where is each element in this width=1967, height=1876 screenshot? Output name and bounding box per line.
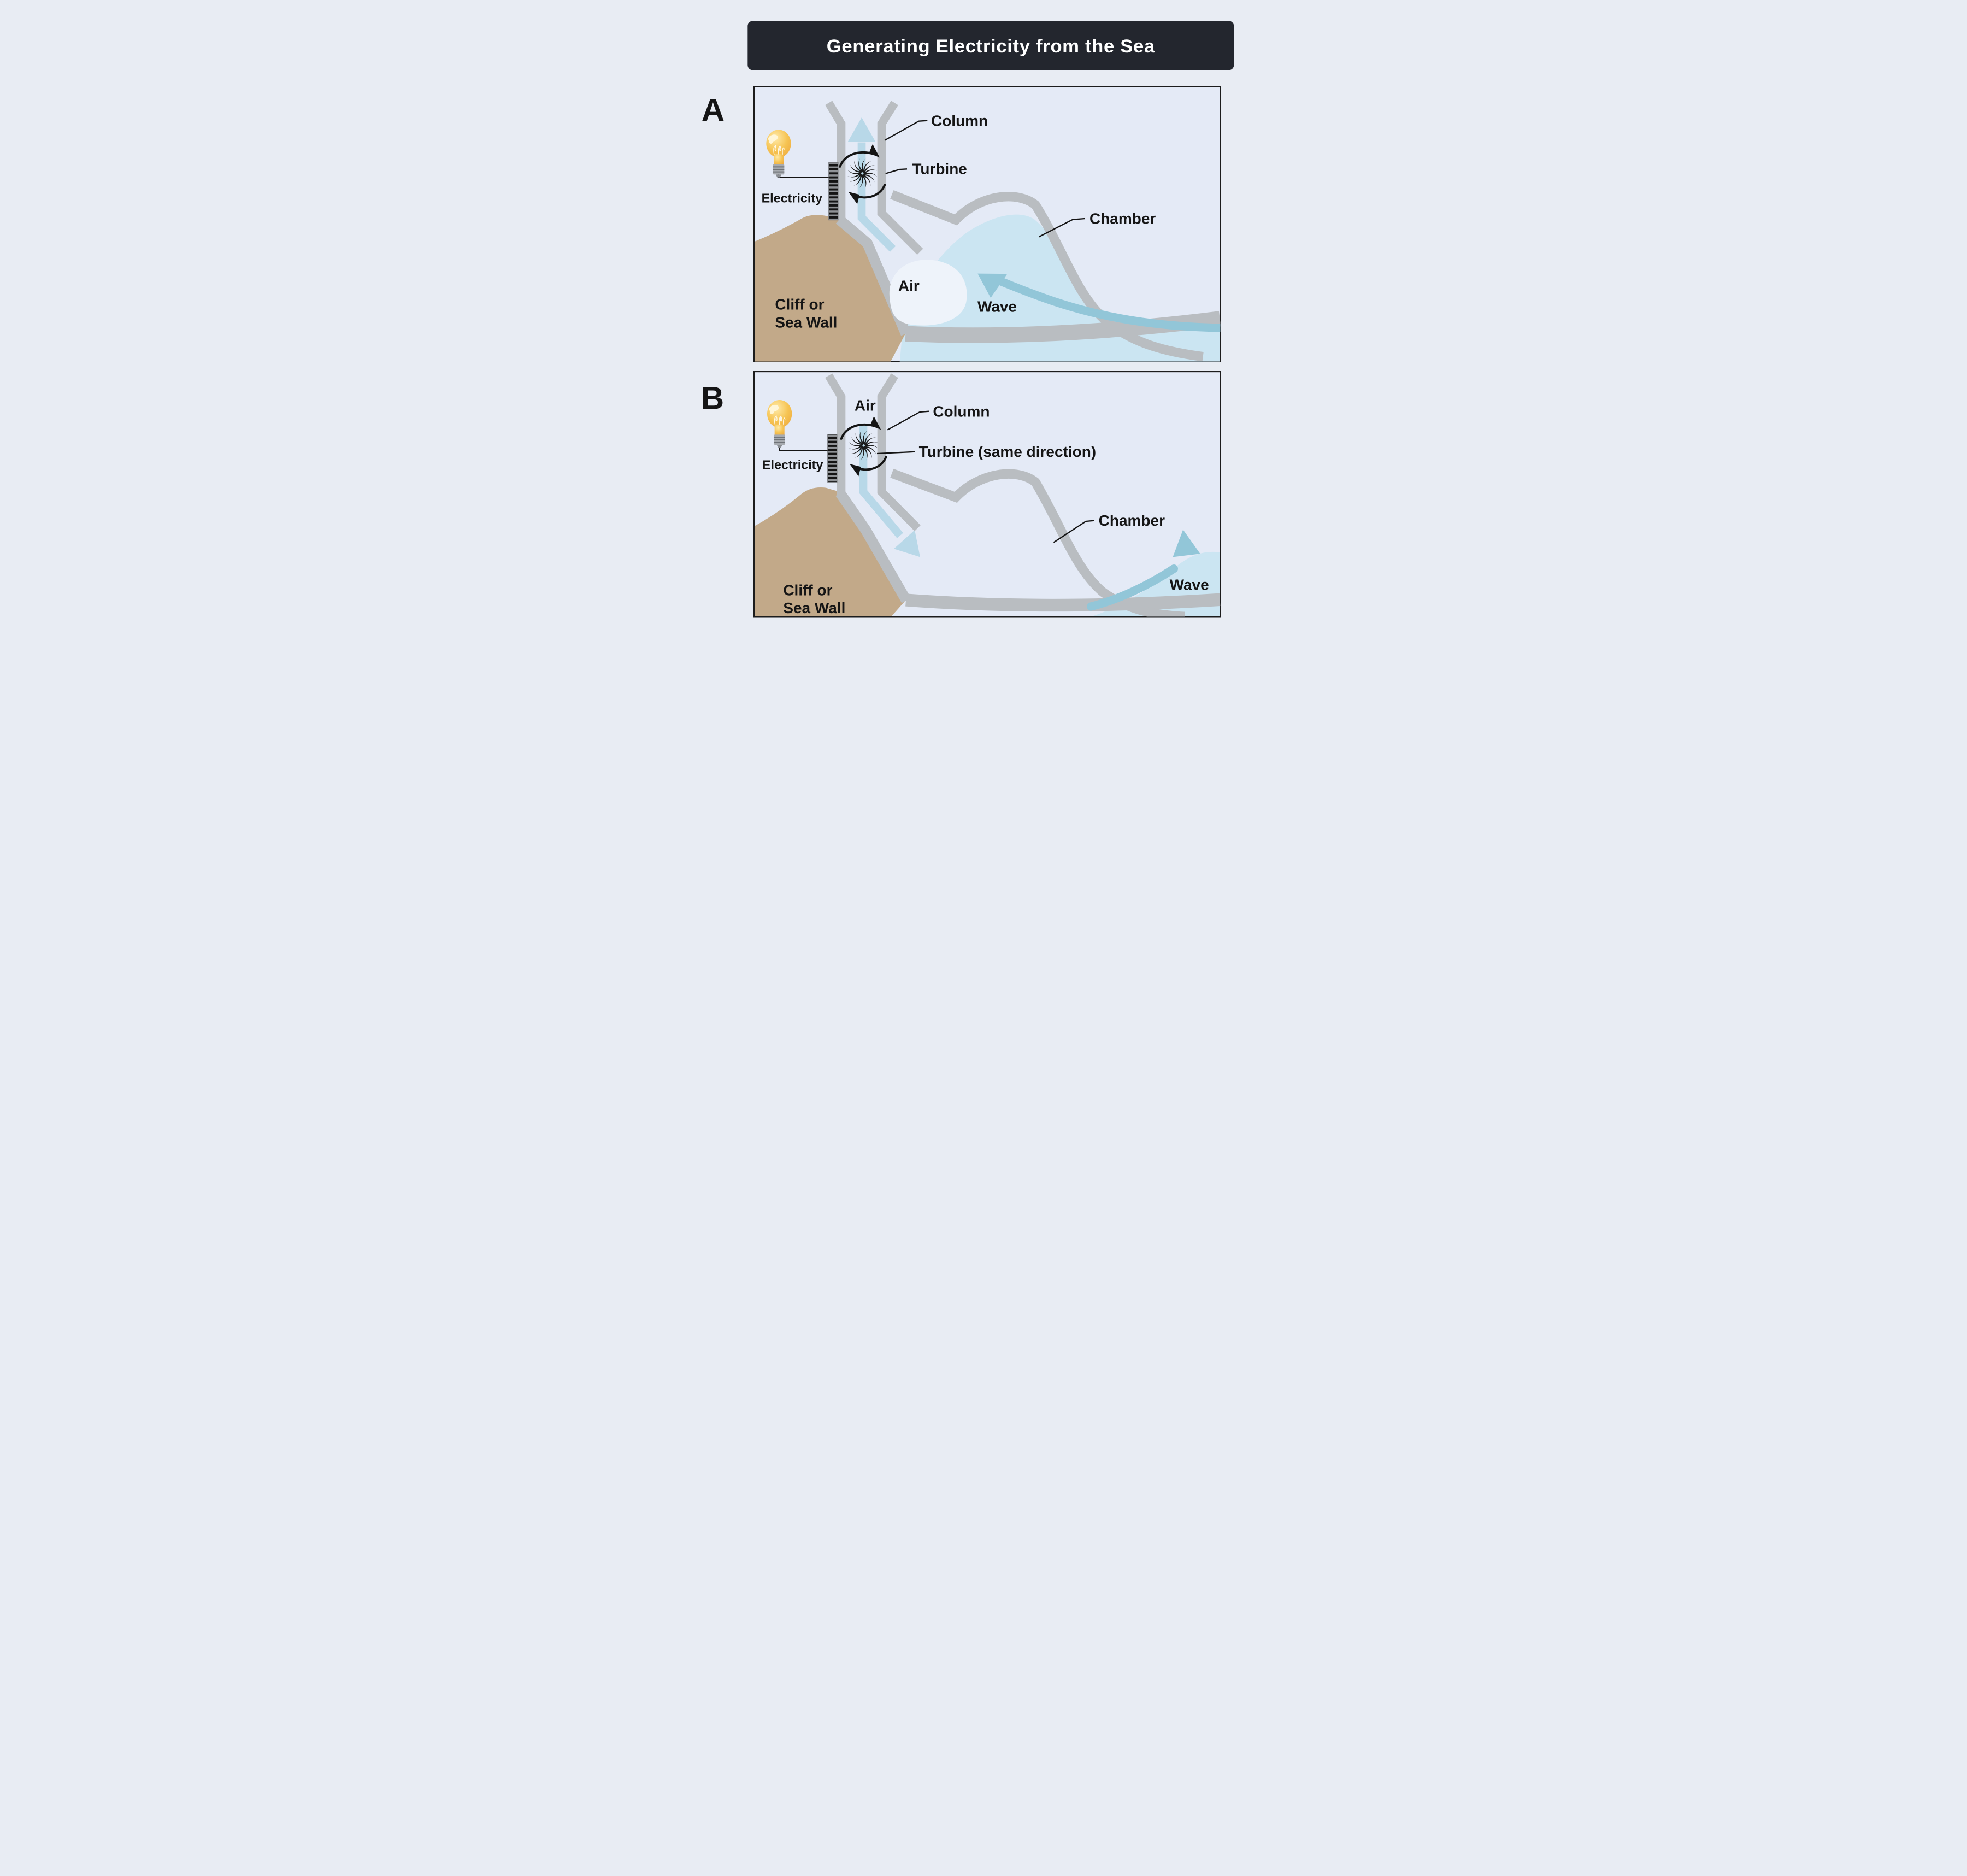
turbine-label: Turbine (same direction)	[919, 443, 1096, 460]
infographic-page: Generating Electricity from the Sea A	[656, 0, 1311, 626]
column-wall-left	[825, 101, 846, 220]
cliff-label-line2: Sea Wall	[775, 314, 837, 331]
cliff	[755, 487, 906, 616]
cliff-label-line1: Cliff or	[783, 581, 832, 598]
air-label: Air	[855, 397, 876, 414]
panel-b-labels: Air Column Turbine (same direction) Cham…	[762, 397, 1209, 616]
title-bar: Generating Electricity from the Sea	[747, 21, 1234, 70]
page-title: Generating Electricity from the Sea	[827, 36, 1155, 57]
generator-bar	[827, 434, 838, 483]
air-pocket	[889, 260, 967, 326]
column-wall-right	[877, 373, 921, 532]
cliff-edge	[835, 490, 911, 603]
cliff-label-line1: Cliff or	[775, 296, 824, 313]
chamber-wall	[890, 468, 1185, 617]
column-leader	[887, 410, 929, 431]
electricity-label: Electricity	[762, 191, 823, 205]
turbine-leader	[876, 451, 915, 455]
sea-floor	[905, 593, 1221, 612]
wave-arrow	[1086, 530, 1200, 611]
air-arrow-up-head	[847, 117, 876, 142]
generator-bar	[828, 162, 839, 221]
turbine-leader	[885, 168, 908, 174]
air-label: Air	[898, 278, 920, 295]
chamber-wall	[890, 190, 1204, 362]
panel-a-letter: A	[702, 93, 725, 128]
panel-b: Air Column Turbine (same direction) Cham…	[753, 371, 1221, 618]
chamber-label: Chamber	[1089, 210, 1156, 227]
column-wall-right	[877, 101, 923, 255]
panel-a-labels: Column Turbine Chamber Electricity Cliff…	[762, 113, 1156, 331]
wave-label: Wave	[1170, 576, 1209, 593]
chamber-leader	[1039, 217, 1086, 238]
wave-label: Wave	[977, 298, 1017, 315]
chamber-label: Chamber	[1099, 512, 1165, 529]
electricity-label: Electricity	[762, 458, 823, 472]
column-wall-left	[825, 373, 846, 496]
panel-a: Column Turbine Chamber Electricity Cliff…	[753, 86, 1221, 362]
turbine-label: Turbine	[912, 160, 967, 177]
column-leader	[884, 120, 928, 141]
column-label: Column	[931, 113, 988, 130]
chamber-leader	[1053, 520, 1094, 543]
wave-arrow	[977, 273, 1221, 332]
column-label: Column	[933, 403, 990, 420]
cliff-label-line2: Sea Wall	[783, 599, 845, 616]
panel-b-letter: B	[701, 380, 724, 416]
air-arrow-down-head	[893, 530, 921, 557]
